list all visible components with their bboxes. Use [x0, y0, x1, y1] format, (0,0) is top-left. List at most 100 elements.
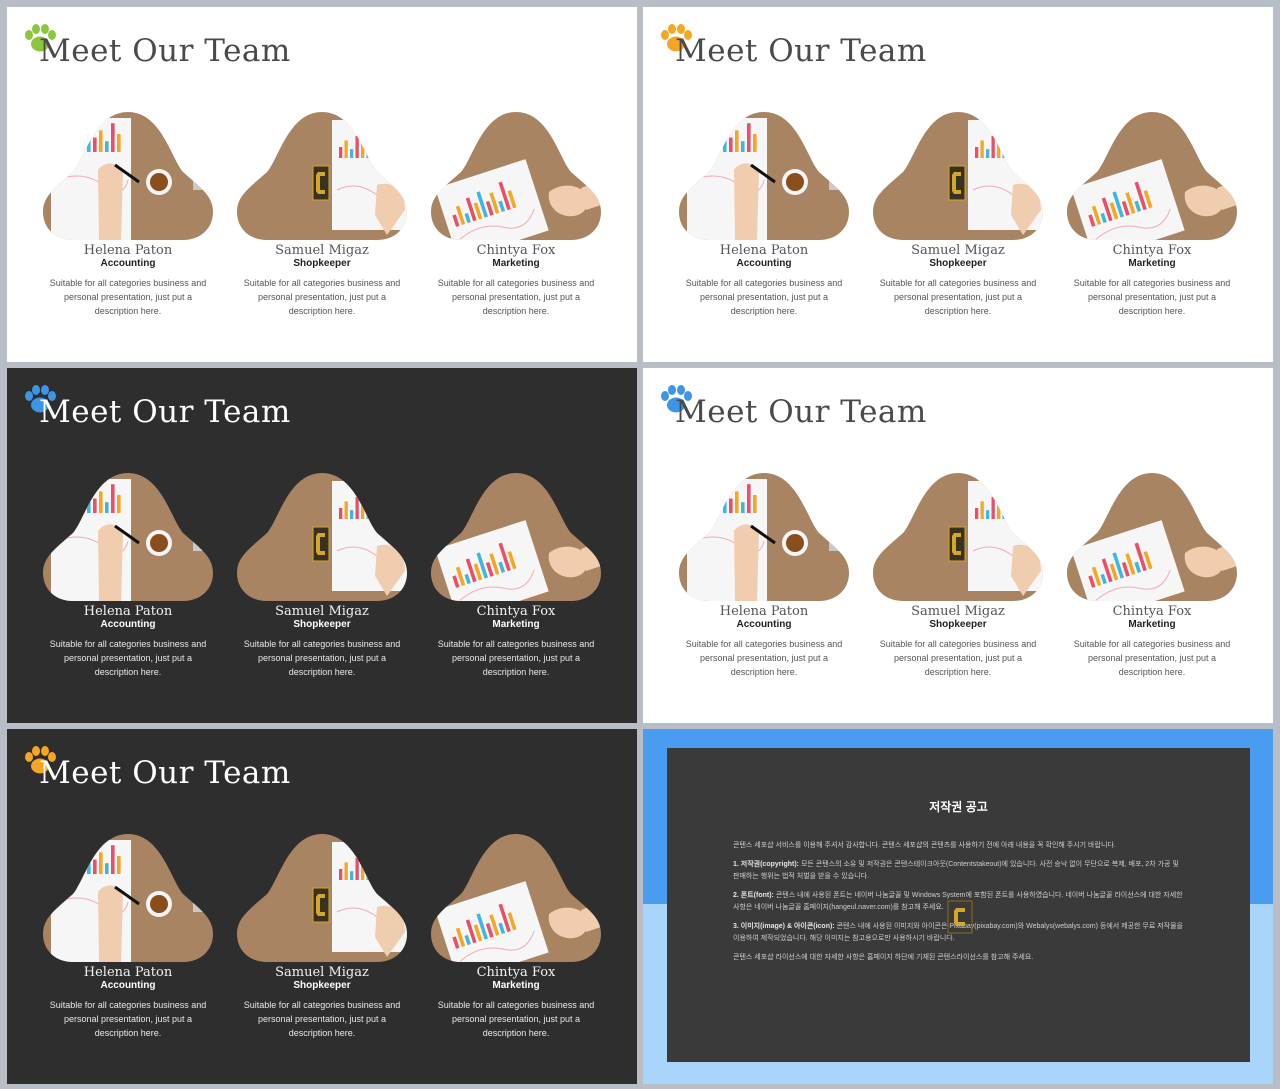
team-member-card: Helena Paton Accounting Suitable for all… — [679, 110, 849, 318]
member-description: Suitable for all categories business and… — [1073, 278, 1231, 316]
team-member-card: Samuel Migaz Shopkeeper Suitable for all… — [873, 110, 1043, 318]
member-name: Helena Paton — [719, 604, 809, 619]
team-member-card: Samuel Migaz Shopkeeper Suitable for all… — [873, 471, 1043, 679]
team-member-card: Chintya Fox Marketing Suitable for all c… — [431, 110, 601, 318]
member-photo — [237, 834, 407, 962]
member-photo — [679, 473, 849, 601]
team-slide: Meet Our Team Helena Paton Accounting Su… — [643, 7, 1273, 362]
member-photo — [43, 112, 213, 240]
member-description: Suitable for all categories business and… — [49, 639, 207, 677]
member-name: Samuel Migaz — [911, 604, 1005, 619]
member-role: Marketing — [1128, 258, 1176, 269]
team-member-card: Helena Paton Accounting Suitable for all… — [43, 110, 213, 318]
team-member-card: Chintya Fox Marketing Suitable for all c… — [1067, 110, 1237, 318]
team-member-card: Samuel Migaz Shopkeeper Suitable for all… — [237, 471, 407, 679]
member-role: Marketing — [1128, 619, 1176, 630]
slide-title: Meet Our Team — [675, 33, 927, 69]
member-photo — [237, 473, 407, 601]
member-role: Shopkeeper — [293, 258, 351, 269]
notice-body: 콘텐스 세포샵 서비스를 이용해 주셔서 감사합니다. 콘텐스 세포샵의 콘텐츠… — [733, 840, 1185, 971]
member-name: Chintya Fox — [476, 965, 556, 980]
slide-title: Meet Our Team — [39, 755, 291, 791]
member-photo — [1067, 473, 1237, 601]
member-photo — [431, 834, 601, 962]
member-description: Suitable for all categories business and… — [243, 278, 401, 316]
team-member-card: Samuel Migaz Shopkeeper Suitable for all… — [237, 110, 407, 318]
notice-panel: 저작권 공고 콘텐스 세포샵 서비스를 이용해 주셔서 감사합니다. 콘텐스 세… — [667, 748, 1250, 1062]
member-description: Suitable for all categories business and… — [243, 639, 401, 677]
member-description: Suitable for all categories business and… — [1073, 639, 1231, 677]
member-photo — [873, 473, 1043, 601]
member-role: Accounting — [100, 258, 156, 269]
member-description: Suitable for all categories business and… — [49, 1000, 207, 1038]
member-photo — [43, 834, 213, 962]
member-description: Suitable for all categories business and… — [685, 278, 843, 316]
team-slide: Meet Our Team Helena Paton Accounting Su… — [7, 729, 637, 1084]
notice-title: 저작권 공고 — [929, 800, 988, 814]
member-role: Shopkeeper — [929, 619, 987, 630]
member-description: Suitable for all categories business and… — [437, 278, 595, 316]
member-description: Suitable for all categories business and… — [879, 278, 1037, 316]
member-role: Accounting — [100, 980, 156, 991]
team-member-card: Helena Paton Accounting Suitable for all… — [43, 832, 213, 1040]
member-role: Marketing — [492, 258, 540, 269]
team-member-card: Helena Paton Accounting Suitable for all… — [679, 471, 849, 679]
member-description: Suitable for all categories business and… — [437, 1000, 595, 1038]
notice-paragraph: 콘텐스 세포샵 라이선스에 대한 자세한 사항은 홈페이지 하단에 기재된 콘텐… — [733, 954, 1034, 961]
member-name: Helena Paton — [719, 243, 809, 258]
team-slide: Meet Our Team Helena Paton Accounting Su… — [7, 7, 637, 362]
slide-title: Meet Our Team — [675, 394, 927, 430]
paw-print-icon — [25, 746, 56, 774]
copyright-notice-slide: 저작권 공고 콘텐스 세포샵 서비스를 이용해 주셔서 감사합니다. 콘텐스 세… — [643, 729, 1273, 1084]
member-description: Suitable for all categories business and… — [685, 639, 843, 677]
member-photo — [679, 112, 849, 240]
member-photo — [873, 112, 1043, 240]
paw-print-icon — [661, 385, 692, 413]
member-name: Chintya Fox — [1112, 243, 1192, 258]
member-description: Suitable for all categories business and… — [49, 278, 207, 316]
slide-title: Meet Our Team — [39, 394, 291, 430]
member-role: Marketing — [492, 619, 540, 630]
team-member-card: Chintya Fox Marketing Suitable for all c… — [431, 832, 601, 1040]
member-role: Shopkeeper — [929, 258, 987, 269]
member-role: Accounting — [100, 619, 156, 630]
notice-paragraph: 2. 폰트(font): 콘텐스 내에 사용된 폰트는 네이버 나눔글꼴 및 W… — [733, 892, 1183, 911]
member-photo — [431, 473, 601, 601]
team-slide: Meet Our Team Helena Paton Accounting Su… — [643, 368, 1273, 723]
team-member-card: Samuel Migaz Shopkeeper Suitable for all… — [237, 832, 407, 1040]
member-name: Samuel Migaz — [911, 243, 1005, 258]
member-role: Marketing — [492, 980, 540, 991]
member-name: Chintya Fox — [476, 604, 556, 619]
member-name: Samuel Migaz — [275, 243, 369, 258]
member-description: Suitable for all categories business and… — [879, 639, 1037, 677]
team-slide: Meet Our Team Helena Paton Accounting Su… — [7, 368, 637, 723]
member-photo — [431, 112, 601, 240]
member-photo — [237, 112, 407, 240]
member-description: Suitable for all categories business and… — [437, 639, 595, 677]
member-name: Helena Paton — [83, 243, 173, 258]
notice-paragraph: 콘텐스 세포샵 서비스를 이용해 주셔서 감사합니다. 콘텐스 세포샵의 콘텐츠… — [733, 842, 1116, 849]
paw-print-icon — [25, 24, 56, 52]
team-member-card: Chintya Fox Marketing Suitable for all c… — [1067, 471, 1237, 679]
member-name: Samuel Migaz — [275, 604, 369, 619]
member-photo — [43, 473, 213, 601]
paw-print-icon — [25, 385, 56, 413]
member-name: Samuel Migaz — [275, 965, 369, 980]
slide-title: Meet Our Team — [39, 33, 291, 69]
notice-paragraph: 1. 저작권(copyright): 모든 콘텐스의 소유 및 저작권은 콘텐스… — [733, 861, 1179, 880]
member-name: Chintya Fox — [1112, 604, 1192, 619]
member-role: Shopkeeper — [293, 980, 351, 991]
member-description: Suitable for all categories business and… — [243, 1000, 401, 1038]
team-member-card: Helena Paton Accounting Suitable for all… — [43, 471, 213, 679]
member-role: Shopkeeper — [293, 619, 351, 630]
member-role: Accounting — [736, 258, 792, 269]
member-name: Chintya Fox — [476, 243, 556, 258]
notice-paragraph: 3. 이미지(image) & 아이콘(icon): 콘텐스 내에 사용된 이미… — [733, 923, 1183, 942]
member-photo — [1067, 112, 1237, 240]
member-name: Helena Paton — [83, 604, 173, 619]
member-name: Helena Paton — [83, 965, 173, 980]
c-logo-icon — [947, 900, 973, 934]
team-member-card: Chintya Fox Marketing Suitable for all c… — [431, 471, 601, 679]
member-role: Accounting — [736, 619, 792, 630]
paw-print-icon — [661, 24, 692, 52]
